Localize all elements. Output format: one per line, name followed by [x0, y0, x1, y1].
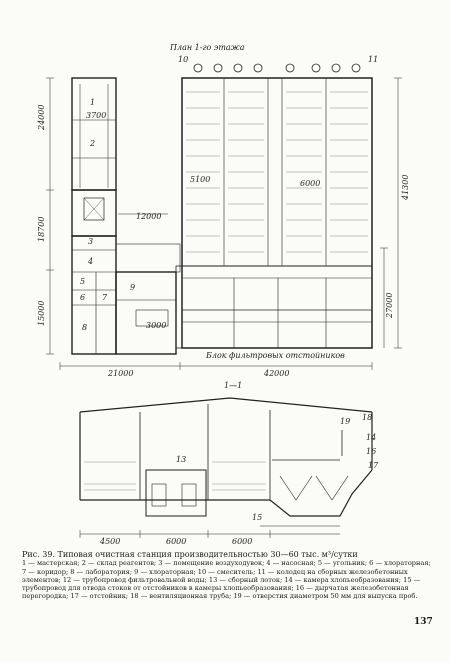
dim-left-top: 24000: [37, 105, 46, 131]
filter-cell-hatching: [186, 91, 368, 253]
figure-caption: Рис. 39. Типовая очистная станция произв…: [22, 550, 434, 601]
svg-text:1: 1: [90, 98, 95, 107]
dim-3000: 3000: [146, 321, 166, 330]
room-numbers: 1 2 3 4 5 6 7 8 9 10 11: [80, 55, 378, 332]
svg-text:7: 7: [102, 293, 108, 302]
plan-bottom-label: Блок фильтровых отстойников: [205, 351, 345, 360]
dim-left-mid: 18700: [37, 217, 46, 242]
svg-text:14: 14: [366, 433, 376, 442]
svg-text:17: 17: [368, 461, 379, 470]
caption-title: Рис. 39. Типовая очистная станция произв…: [22, 550, 358, 559]
section-numbers: 19 18 14 16 17 15 13: [176, 413, 379, 522]
svg-text:18: 18: [362, 413, 372, 422]
svg-text:6: 6: [80, 293, 85, 302]
dim-5100: 5100: [190, 175, 210, 184]
svg-text:19: 19: [340, 417, 350, 426]
figure-drawing: План 1-го этажа: [37, 43, 410, 546]
svg-text:3: 3: [88, 237, 93, 246]
caption-body: 1 — мастерская; 2 — склад реагентов; 3 —…: [22, 559, 431, 601]
dim-bottom-left: 21000: [107, 369, 133, 378]
dimension-lines: [46, 77, 402, 370]
svg-text:2: 2: [89, 139, 95, 148]
sec-dim-6000b: 6000: [232, 537, 252, 546]
page-number: 137: [414, 617, 433, 627]
dim-3700: 3700: [86, 111, 106, 120]
dim-6000: 6000: [300, 179, 320, 188]
dim-right-total: 41300: [401, 175, 410, 201]
svg-text:16: 16: [366, 447, 376, 456]
left-building: [71, 77, 181, 355]
svg-text:15: 15: [252, 513, 262, 522]
dim-bottom-right: 42000: [263, 369, 289, 378]
svg-text:8: 8: [82, 323, 87, 332]
section-title: 1—1: [224, 381, 242, 390]
section-dim-lines: [79, 530, 340, 538]
section-drawing: [79, 397, 373, 527]
svg-text:9: 9: [130, 283, 135, 292]
plan-title: План 1-го этажа: [169, 43, 245, 52]
svg-text:5: 5: [80, 277, 85, 286]
dim-left-bottom: 15000: [37, 301, 46, 326]
dim-12000: 12000: [136, 212, 161, 221]
sec-dim-6000a: 6000: [166, 537, 186, 546]
sec-dim-4500: 4500: [99, 537, 120, 546]
mixer-circles: [193, 63, 361, 73]
dim-right-bottom: 27000: [385, 293, 394, 319]
filter-block: [175, 77, 373, 349]
svg-text:13: 13: [176, 455, 186, 464]
svg-text:10: 10: [178, 55, 188, 64]
svg-text:4: 4: [87, 257, 93, 266]
section-fill-hatch: [84, 461, 266, 491]
svg-text:11: 11: [368, 55, 378, 64]
